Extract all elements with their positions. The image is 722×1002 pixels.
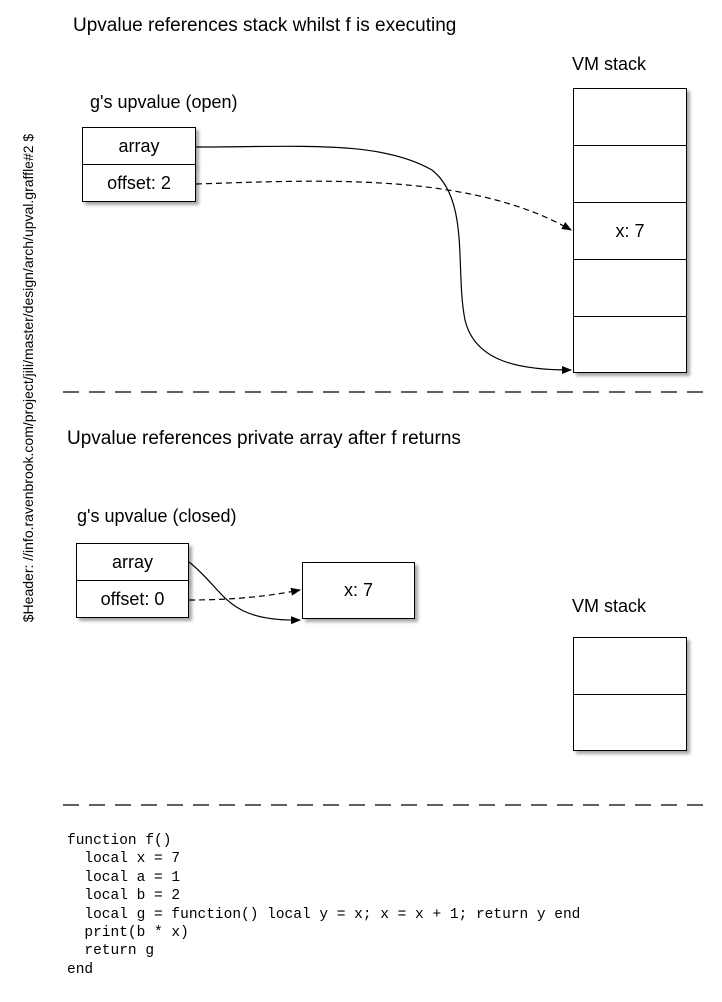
bottom-stack-label: VM stack: [572, 596, 647, 616]
bottom-upvalue-label: g's upvalue (closed): [77, 506, 237, 526]
code-line: local a = 1: [67, 869, 181, 886]
top-offset-pointer-arrow: [195, 180, 572, 231]
bottom-upvalue-array-field: array: [76, 543, 189, 581]
code-line: print(b * x): [67, 925, 189, 942]
top-array-pointer-arrow: [195, 145, 572, 374]
bottom-section-title: Upvalue references private array after f…: [67, 428, 461, 449]
top-upvalue-offset-field: offset: 2: [82, 164, 196, 202]
top-stack-cell: [574, 146, 686, 203]
top-stack-cell: [574, 260, 686, 317]
bottom-stack-cell: [574, 638, 686, 695]
top-stack-cell-x: x: 7: [574, 203, 686, 260]
code-line: local x = 7: [67, 851, 181, 868]
bottom-array-pointer-arrow: [188, 561, 301, 625]
top-upvalue-label: g's upvalue (open): [90, 92, 238, 112]
code-line: end: [67, 961, 94, 978]
bottom-upvalue-offset-field: offset: 0: [76, 580, 189, 618]
code-line: return g: [67, 943, 155, 960]
top-section-title: Upvalue references stack whilst f is exe…: [73, 15, 457, 36]
code-line: local g = function() local y = x; x = x …: [67, 906, 581, 923]
top-upvalue-array-field: array: [82, 127, 196, 165]
code-line: local b = 2: [67, 888, 181, 905]
top-stack-label: VM stack: [572, 54, 647, 74]
bottom-offset-pointer-arrow: [188, 587, 301, 601]
code-listing: function f() local x = 7 local a = 1 loc…: [67, 832, 580, 979]
top-vm-stack: x: 7: [573, 88, 687, 373]
bottom-vm-stack: [573, 637, 687, 751]
code-line: function f(): [67, 833, 172, 849]
top-stack-cell: [574, 89, 686, 146]
private-array-cell: x: 7: [302, 562, 415, 619]
